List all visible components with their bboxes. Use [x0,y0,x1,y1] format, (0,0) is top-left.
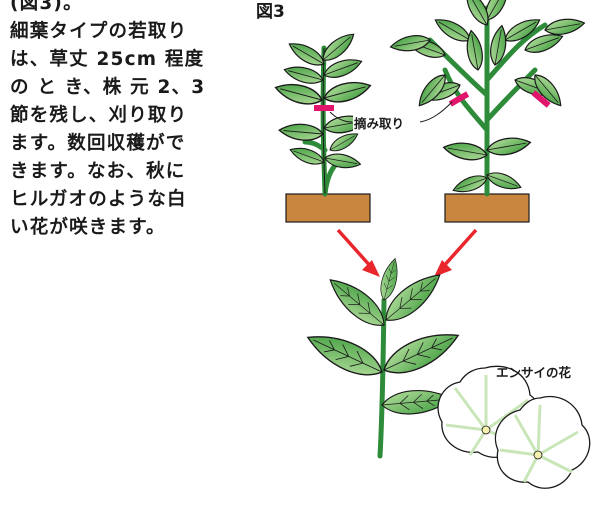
left-plant [272,28,374,223]
arrow-right [434,228,478,277]
body-line: は、草丈 25cm 程度 [10,49,205,70]
flower-label: エンサイの花 [496,365,572,380]
harvested-tip [301,256,465,459]
cut-mark [531,90,551,108]
body-line: きます。なお、秋に [10,161,186,182]
cut-mark [448,91,470,107]
body-line: の と き、株 元 2、3 [10,77,206,98]
figure-label: 図3 [256,2,285,22]
body-line: ヒルガオのような白 [10,189,187,210]
body-line: 細葉タイプの若取り [10,21,188,42]
body-line: い花が咲きます。 [10,217,166,238]
callout-label: 摘み取り [353,113,406,132]
body-text: (図3)。 細葉タイプの若取り は、草丈 25cm 程度 の と き、株 元 2… [10,0,246,242]
right-plant [388,0,587,223]
flower-right [494,396,591,489]
body-line: (図3)。 [10,0,83,14]
cut-mark [314,105,334,111]
body-line: 節を残し、刈り取り [10,105,188,126]
arrow-left [336,228,380,277]
body-line: ます。数回収穫がで [10,133,186,154]
